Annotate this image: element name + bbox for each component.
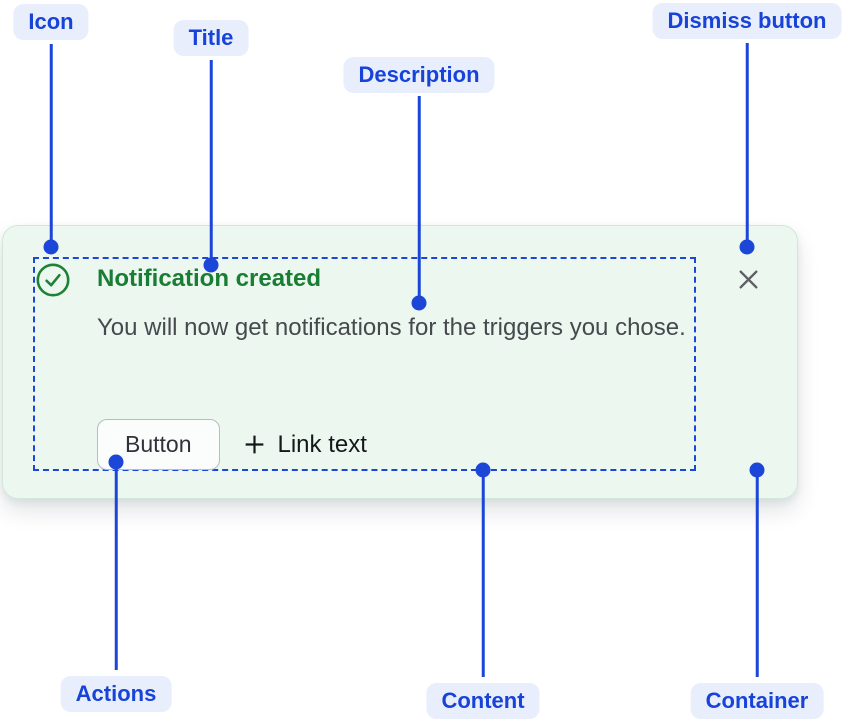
content-region-outline	[33, 257, 696, 471]
leader-dot-actions	[108, 454, 124, 470]
leader-line-description	[417, 96, 421, 303]
callout-label-description: Description	[343, 57, 495, 93]
callout-label-icon: Icon	[13, 4, 89, 40]
toast-description: You will now get notifications for the t…	[97, 314, 686, 341]
leader-dot-container	[749, 462, 765, 478]
toast-container: Notification created You will now get no…	[2, 225, 798, 499]
dismiss-button[interactable]	[735, 266, 761, 292]
callout-label-content: Content	[426, 683, 540, 719]
action-button-label: Button	[125, 431, 192, 457]
leader-line-container	[755, 470, 759, 677]
toast-actions-row: Button Link text	[97, 419, 367, 470]
leader-line-icon	[49, 44, 53, 247]
action-link-label: Link text	[277, 430, 367, 458]
leader-dot-description	[411, 295, 427, 311]
leader-dot-icon	[43, 239, 59, 255]
close-x-icon	[736, 267, 761, 292]
callout-label-container: Container	[690, 683, 824, 719]
callout-label-dismiss-button: Dismiss button	[652, 3, 842, 39]
leader-line-content	[481, 470, 485, 677]
callout-label-title: Title	[173, 20, 249, 56]
plus-icon	[242, 432, 267, 457]
leader-dot-title	[203, 257, 219, 273]
leader-dot-content	[475, 462, 491, 478]
success-check-circle-icon	[36, 263, 70, 297]
leader-dot-dismiss-button	[739, 239, 755, 255]
action-link[interactable]: Link text	[242, 431, 367, 459]
leader-line-title	[209, 60, 213, 265]
callout-label-actions: Actions	[60, 676, 172, 712]
leader-line-actions	[114, 462, 118, 670]
leader-line-dismiss-button	[745, 43, 749, 247]
